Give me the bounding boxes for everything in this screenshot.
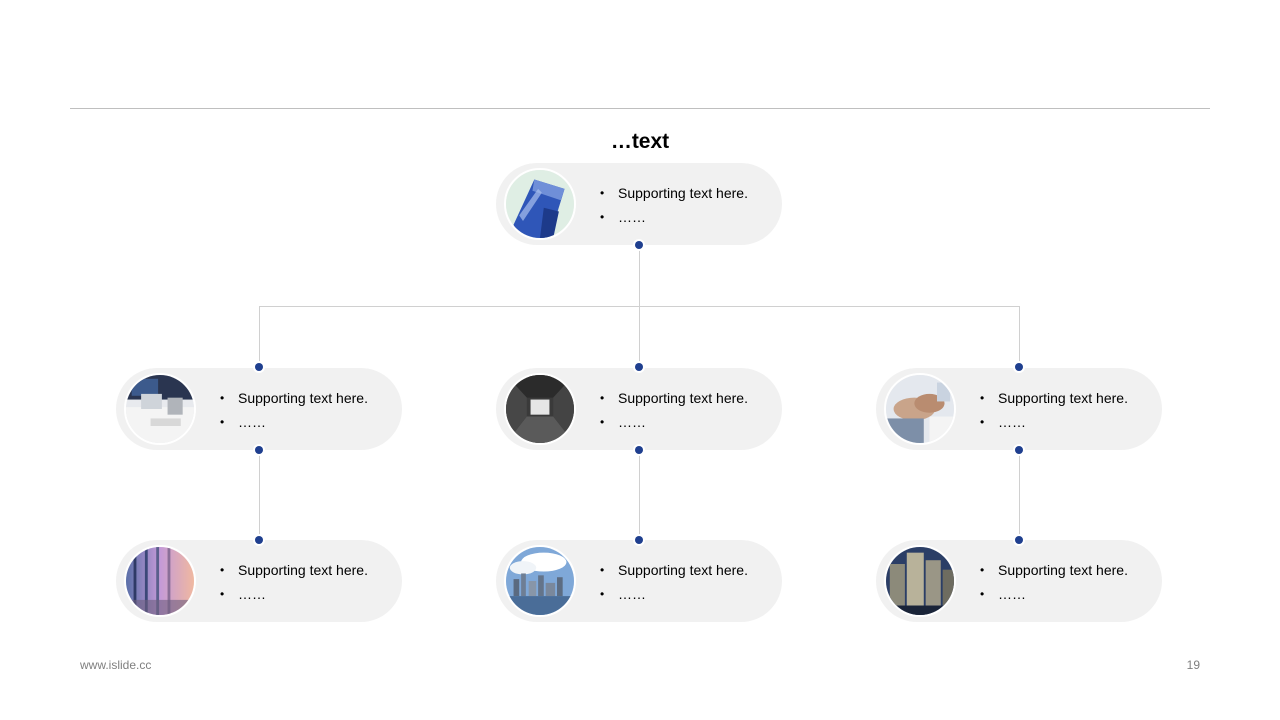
connector-dot [635,446,643,454]
bullet-icon: • [600,563,605,577]
bullet-icon: • [980,563,985,577]
bullet-text: …… [618,209,646,225]
bullet-text: …… [998,414,1026,430]
bullet-icon: • [600,210,605,224]
bullet-item: • Supporting text here. [220,558,368,582]
connector-dot [255,536,263,544]
bullet-text: …… [618,586,646,602]
bullet-text: Supporting text here. [238,390,368,406]
connector-dot [635,536,643,544]
bullet-text: Supporting text here. [998,562,1128,578]
bullet-icon: • [600,415,605,429]
city-skyline-photo [504,545,576,617]
bullet-item: • …… [600,582,748,606]
bullet-text: …… [238,414,266,430]
page-number: 19 [1186,658,1200,672]
bullet-text: Supporting text here. [998,390,1128,406]
diagram-title: …text [610,130,670,153]
footer-website: www.islide.cc [80,658,152,672]
bullet-item: • Supporting text here. [600,558,748,582]
connector-dot [255,446,263,454]
bullet-item: • …… [600,205,748,229]
connector-dot [1015,536,1023,544]
handshake-photo [884,373,956,445]
connector-center-column [639,450,640,540]
node-bottom-left: • Supporting text here. • …… [116,540,402,622]
bullet-text: …… [618,414,646,430]
bullet-item: • Supporting text here. [600,386,748,410]
bullet-text: Supporting text here. [618,185,748,201]
bullet-icon: • [980,391,985,405]
connector-horizontal [259,306,1020,307]
bullet-item: • Supporting text here. [980,558,1128,582]
bullet-icon: • [220,391,225,405]
bullet-icon: • [600,391,605,405]
bullet-item: • Supporting text here. [980,386,1128,410]
header-rule [70,108,1210,109]
tower-buildings-photo [884,545,956,617]
tunnel-photo [504,373,576,445]
node-middle-center: • Supporting text here. • …… [496,368,782,450]
connector-left-column [259,450,260,540]
building-photo [504,168,576,240]
bullet-text: Supporting text here. [618,562,748,578]
bullet-text: …… [238,586,266,602]
bullet-item: • Supporting text here. [220,386,368,410]
bullet-icon: • [980,415,985,429]
bullet-text: Supporting text here. [238,562,368,578]
bullet-text: Supporting text here. [618,390,748,406]
bullet-item: • …… [980,410,1128,434]
bullet-text: …… [998,586,1026,602]
bullet-item: • …… [600,410,748,434]
connector-dot [635,241,643,249]
bullet-icon: • [220,587,225,601]
node-root: • Supporting text here. • …… [496,163,782,245]
connector-right-column [1019,450,1020,540]
office-desk-photo [124,373,196,445]
connector-dot [635,363,643,371]
connector-dot [1015,446,1023,454]
node-middle-left: • Supporting text here. • …… [116,368,402,450]
node-bottom-center: • Supporting text here. • …… [496,540,782,622]
node-middle-right: • Supporting text here. • …… [876,368,1162,450]
connector-right-drop [1019,306,1020,368]
connector-left-drop [259,306,260,368]
bullet-item: • …… [220,582,368,606]
bullet-icon: • [980,587,985,601]
bullet-item: • Supporting text here. [600,181,748,205]
node-bottom-right: • Supporting text here. • …… [876,540,1162,622]
connector-dot [255,363,263,371]
glass-window-photo [124,545,196,617]
bullet-icon: • [600,587,605,601]
bullet-item: • …… [220,410,368,434]
bullet-icon: • [220,415,225,429]
bullet-icon: • [220,563,225,577]
connector-root-down [639,246,640,368]
bullet-icon: • [600,186,605,200]
connector-dot [1015,363,1023,371]
bullet-item: • …… [980,582,1128,606]
